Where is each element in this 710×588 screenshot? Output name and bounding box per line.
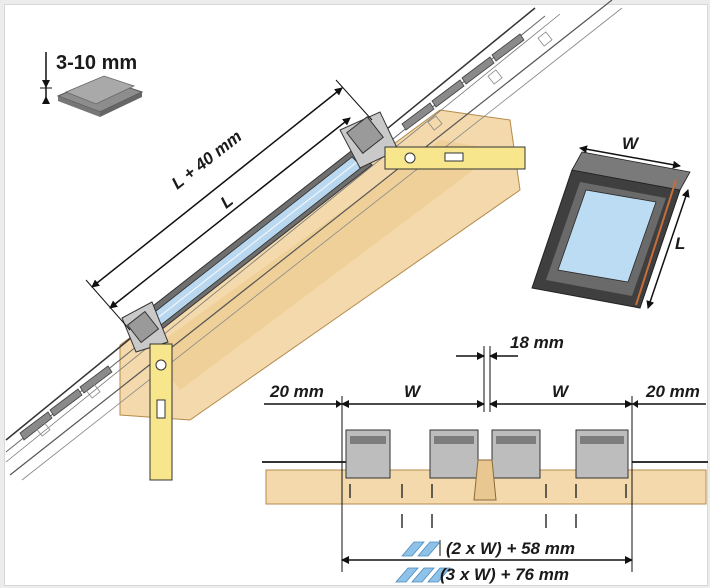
left-20mm-label: 20 mm: [270, 382, 324, 401]
skylight-width-label: W: [622, 134, 639, 153]
shingle-thickness-label: 3-10 mm: [56, 52, 138, 74]
spirit-level-icon: [149, 146, 526, 481]
total-three-windows-label: (3 x W) + 76 mm: [440, 565, 569, 584]
skylight-length-label: L: [675, 234, 686, 253]
gap-18mm-label: 18 mm: [510, 333, 564, 352]
window-width-1-label: W: [404, 382, 421, 401]
skylight-window-icon: [531, 145, 691, 309]
side-by-side-section: [262, 346, 708, 572]
glass-pane-legend-icon: [395, 541, 451, 583]
length-dimension-lines: [85, 79, 373, 331]
right-20mm-label: 20 mm: [646, 382, 700, 401]
total-two-windows-label: (2 x W) + 58 mm: [446, 539, 575, 558]
window-width-2-label: W: [552, 382, 569, 401]
